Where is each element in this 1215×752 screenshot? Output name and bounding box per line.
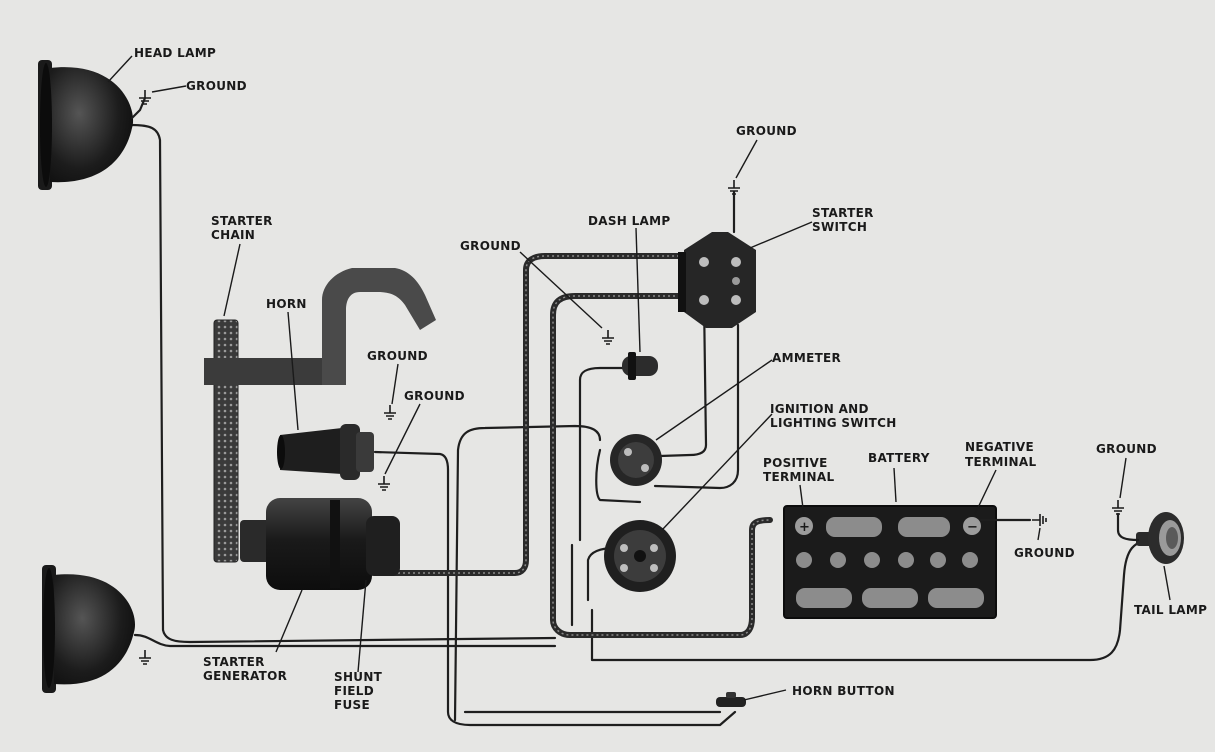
label-starter-switch-2: SWITCH xyxy=(812,220,867,234)
negative-terminal xyxy=(963,517,981,535)
positive-terminal xyxy=(795,517,813,535)
label-starter-chain-1: STARTER xyxy=(211,214,273,228)
label-ammeter: AMMETER xyxy=(772,351,841,365)
tail-lamp xyxy=(1136,512,1184,564)
label-shunt-2: FIELD xyxy=(334,684,374,698)
label-ground-generator: GROUND xyxy=(404,389,465,403)
label-positive-1: POSITIVE xyxy=(763,456,828,470)
label-negative-2: TERMINAL xyxy=(965,455,1036,469)
battery: + − xyxy=(783,505,997,619)
head-lamp-bottom xyxy=(42,565,136,693)
starter-pedal xyxy=(204,268,436,385)
label-ignition-1: IGNITION AND xyxy=(770,402,869,416)
head-lamp-top xyxy=(38,60,134,190)
dash-lamp xyxy=(622,352,658,380)
thin-wires xyxy=(130,123,1150,727)
label-positive-2: TERMINAL xyxy=(763,470,834,484)
horn-button xyxy=(716,692,746,707)
label-ground-switch: GROUND xyxy=(736,124,797,138)
horn xyxy=(277,424,374,480)
ammeter xyxy=(610,434,662,486)
label-shunt-3: FUSE xyxy=(334,698,370,712)
label-horn-button: HORN BUTTON xyxy=(792,684,895,698)
label-tail-lamp: TAIL LAMP xyxy=(1134,603,1207,617)
label-starter-chain-2: CHAIN xyxy=(211,228,255,242)
starter-chain xyxy=(213,319,239,563)
label-horn: HORN xyxy=(266,297,307,311)
ignition-lighting-switch xyxy=(604,520,676,592)
armored-cables xyxy=(380,253,773,638)
starter-switch xyxy=(678,232,756,328)
label-ground-dash: GROUND xyxy=(460,239,521,253)
negative-sign: − xyxy=(967,520,978,535)
label-starter-generator-1: STARTER xyxy=(203,655,265,669)
label-ground-battery: GROUND xyxy=(1014,546,1075,560)
label-ignition-2: LIGHTING SWITCH xyxy=(770,416,897,430)
label-starter-generator-2: GENERATOR xyxy=(203,669,287,683)
label-battery: BATTERY xyxy=(868,451,930,465)
label-shunt-1: SHUNT xyxy=(334,670,383,684)
label-ground-tail: GROUND xyxy=(1096,442,1157,456)
label-starter-switch-1: STARTER xyxy=(812,206,874,220)
label-head-lamp: HEAD LAMP xyxy=(134,46,216,60)
positive-sign: + xyxy=(799,520,810,535)
ground-symbols xyxy=(139,90,1124,665)
label-negative-1: NEGATIVE xyxy=(965,440,1034,454)
label-ground-headlamp: GROUND xyxy=(186,79,247,93)
label-ground-horn: GROUND xyxy=(367,349,428,363)
label-dash-lamp: DASH LAMP xyxy=(588,214,670,228)
leader-lines xyxy=(107,55,1171,701)
starter-generator xyxy=(240,498,400,590)
labels: HEAD LAMP GROUND STARTER CHAIN HORN GROU… xyxy=(134,46,1207,712)
